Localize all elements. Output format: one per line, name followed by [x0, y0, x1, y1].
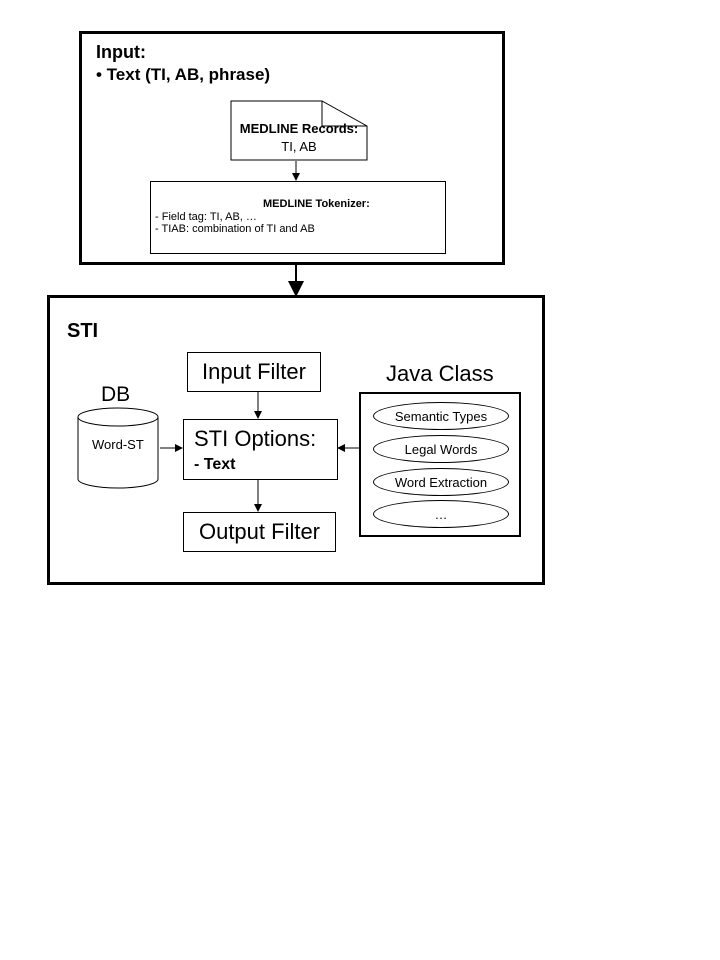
- medline-records-title: MEDLINE Records:: [239, 121, 359, 136]
- medline-records-subtitle: TI, AB: [281, 139, 317, 154]
- output-filter-box: Output Filter: [183, 512, 336, 552]
- java-item-legal-words: Legal Words: [373, 435, 509, 463]
- database-cylinder-icon: [77, 407, 159, 489]
- java-class-title: Java Class: [386, 361, 494, 386]
- medline-tokenizer-line2: - TIAB: combination of TI and AB: [155, 223, 315, 235]
- medline-records: MEDLINE Records: TI, AB: [231, 116, 367, 160]
- input-panel: [79, 31, 505, 265]
- input-filter-label: Input Filter: [202, 359, 306, 384]
- sti-options-title: STI Options:: [194, 426, 317, 451]
- document-icon: [230, 100, 368, 161]
- db-label: DB: [101, 383, 131, 406]
- db-name: Word-ST: [92, 437, 144, 452]
- input-panel-bullet: • Text (TI, AB, phrase): [96, 65, 271, 84]
- java-class-box: Semantic Types Legal Words Word Extracti…: [359, 392, 521, 537]
- input-panel-title: Input:: [96, 42, 146, 62]
- sti-panel: [47, 295, 545, 585]
- input-filter-box: Input Filter: [187, 352, 321, 392]
- java-item-word-extraction: Word Extraction: [373, 468, 509, 496]
- medline-tokenizer-title: MEDLINE Tokenizer:: [263, 198, 370, 210]
- sti-panel-title: STI: [67, 320, 99, 342]
- medline-tokenizer-line1: - Field tag: TI, AB, …: [155, 211, 257, 223]
- sti-options-box: STI Options: - Text: [183, 419, 338, 480]
- sti-options-item: - Text: [194, 456, 236, 473]
- java-item-more: …: [373, 500, 509, 528]
- java-item-semantic-types: Semantic Types: [373, 402, 509, 430]
- output-filter-label: Output Filter: [198, 519, 321, 544]
- medline-tokenizer: MEDLINE Tokenizer: - Field tag: TI, AB, …: [150, 181, 446, 254]
